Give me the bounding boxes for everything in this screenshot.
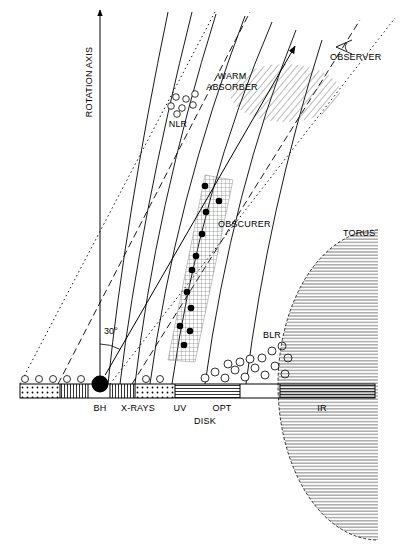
- nlr-cloud: [179, 105, 186, 112]
- divider: [135, 384, 136, 398]
- nlr-cloud: [190, 102, 197, 109]
- nlr-cloud: [192, 91, 199, 98]
- rotation-axis: [100, 10, 101, 384]
- dashed-line: [58, 12, 250, 384]
- region-label: IR: [317, 403, 326, 414]
- blr-cloud: [261, 371, 269, 379]
- cloud-circles: [22, 342, 293, 383]
- cloud: [50, 376, 57, 383]
- cloud: [78, 376, 85, 383]
- node-outline: [165, 175, 235, 365]
- cross-hatched-band: [168, 175, 233, 362]
- obscurer-region: OBSCURER: [165, 175, 235, 365]
- disk-segment: [175, 384, 240, 398]
- torus-region: TORUS: [275, 228, 400, 542]
- nlr-cloud: [168, 103, 175, 110]
- blr-cloud: [231, 366, 239, 374]
- region-label: UV: [174, 403, 187, 414]
- blr-cloud: [268, 347, 276, 355]
- cloud: [22, 376, 29, 383]
- warm-absorber-region: WARM ABSORBER: [228, 62, 343, 124]
- nlr-clouds: [168, 91, 199, 118]
- cloud: [64, 376, 71, 383]
- axis-label: ROTATION AXIS: [84, 47, 95, 117]
- eye-pupil: [345, 43, 347, 51]
- disk-segment: [135, 384, 175, 398]
- black-hole: BH: [91, 375, 109, 393]
- region-label: DISK: [194, 416, 216, 427]
- node-outline: [275, 228, 400, 542]
- blr-cloud: [221, 374, 229, 382]
- hatched-ellipse: [230, 64, 340, 122]
- disk-segment: [60, 384, 88, 398]
- divider: [88, 384, 89, 398]
- blr-cloud: [246, 355, 254, 363]
- node-label: OBSCURER: [218, 219, 271, 230]
- black-hole-disc: [92, 376, 109, 393]
- eye-symbol: [336, 40, 352, 54]
- blr-cloud: [236, 358, 244, 366]
- blr-cloud: [211, 368, 219, 376]
- blr-cloud: [251, 364, 259, 372]
- region-label: 30°: [104, 326, 118, 337]
- divider: [60, 384, 61, 398]
- blr-cloud: [271, 362, 279, 370]
- nlr-cloud: [174, 111, 181, 118]
- region-label: OPT: [212, 403, 231, 414]
- region-label: NLR: [169, 119, 188, 130]
- node-label: WARM ABSORBER: [204, 71, 260, 93]
- cloud: [36, 376, 43, 383]
- node-outline: [91, 375, 109, 393]
- node-label: BH: [94, 403, 107, 414]
- blr-cloud: [241, 373, 249, 381]
- disk-segment: [20, 384, 60, 398]
- torus-fill: [278, 230, 378, 540]
- cloud: [143, 376, 150, 383]
- disk-segment: [110, 384, 135, 398]
- nlr-cloud: [183, 96, 190, 103]
- observer-eye: OBSERVER: [295, 32, 390, 66]
- region-label: BLR: [263, 330, 281, 341]
- region-label: X-RAYS: [121, 403, 155, 414]
- divider: [240, 384, 241, 398]
- divider: [110, 384, 111, 398]
- divider: [175, 384, 176, 398]
- blr-cloud: [201, 374, 209, 382]
- angle-arc: [100, 344, 120, 349]
- torus-outline: [278, 230, 378, 540]
- node-label: TORUS: [343, 228, 375, 239]
- node-label: OBSERVER: [330, 52, 381, 63]
- blr-cloud: [258, 354, 266, 362]
- nlr-cloud: [173, 94, 180, 101]
- cloud: [157, 376, 164, 383]
- blr-cloud: [224, 360, 232, 368]
